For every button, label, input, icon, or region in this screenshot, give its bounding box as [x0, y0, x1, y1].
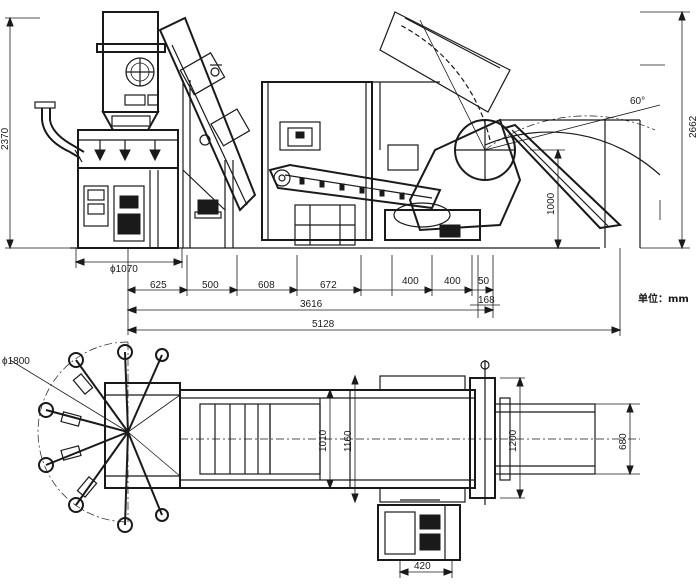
- dim-672: 672: [320, 280, 337, 291]
- inclined-elevator: [158, 16, 257, 248]
- turntable: [9, 341, 181, 533]
- main-conveyor: [179, 375, 640, 503]
- distributor: [77, 129, 179, 169]
- dim-608: 608: [258, 280, 275, 291]
- dim-phi1070: ϕ1070: [110, 264, 138, 275]
- horizontal-dimensions: [74, 248, 622, 336]
- dim-1010: 1010: [318, 429, 329, 452]
- dim-500: 500: [202, 280, 219, 291]
- dim-1000: 1000: [546, 192, 557, 215]
- elevation-view: 2370 2662 1000 60° ϕ1070 625 500 608 672…: [0, 10, 699, 336]
- dim-168: 168: [478, 295, 495, 306]
- drive-motor: [377, 499, 461, 561]
- dim-625: 625: [150, 280, 167, 291]
- tilting-basin: [379, 11, 661, 248]
- dim-1160: 1160: [343, 430, 354, 452]
- dim-400-b: 400: [444, 276, 461, 287]
- vertical-dimensions: [5, 10, 690, 250]
- dim-50: 50: [478, 276, 490, 287]
- dim-60deg: 60°: [630, 96, 645, 107]
- dim-3616: 3616: [300, 299, 323, 310]
- dim-420: 420: [414, 561, 431, 572]
- silo-tower: [34, 11, 179, 249]
- plan-dimensions: [326, 374, 640, 578]
- dim-2370: 2370: [0, 127, 11, 150]
- plan-view: ϕ1800 1010 1160 1200 680 420: [2, 341, 640, 578]
- center-frame: [261, 81, 442, 246]
- dim-2662: 2662: [688, 115, 699, 138]
- dim-680: 680: [618, 433, 629, 450]
- dim-5128: 5128: [312, 319, 335, 330]
- dim-phi1800: ϕ1800: [2, 356, 30, 367]
- control-box: [279, 121, 321, 151]
- radial-pipes: [45, 351, 163, 526]
- unit-label: 单位：mm: [638, 292, 689, 305]
- dim-1200: 1200: [508, 429, 519, 452]
- dim-400-a: 400: [402, 276, 419, 287]
- outlet-chute: [469, 360, 596, 505]
